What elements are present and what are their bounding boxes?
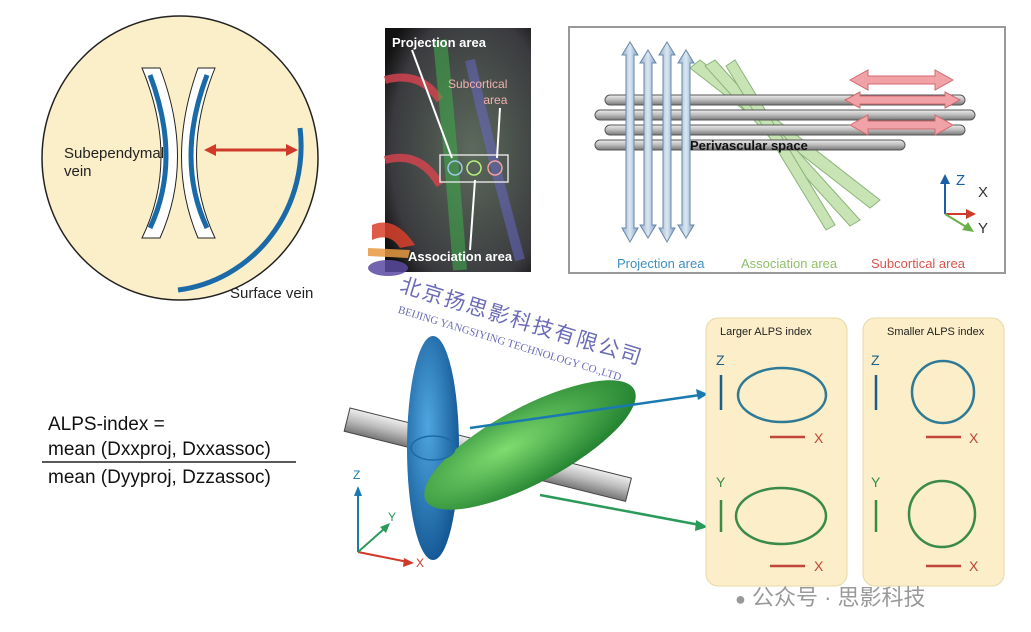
card-x-label: X: [969, 430, 979, 446]
surface-vein-label: Surface vein: [230, 285, 314, 302]
formula-numerator: mean (Dxxproj, Dxxassoc): [48, 439, 271, 460]
perivascular-space-label: Perivascular space: [690, 138, 808, 153]
card-y-label: Y: [716, 474, 726, 490]
dti-color-map: [383, 28, 531, 272]
watermark-logo: [368, 222, 415, 276]
card-x-label: X: [814, 558, 824, 574]
perivascular-schematic: [568, 26, 1006, 274]
axis-y-label: Y: [978, 220, 989, 237]
legend-projection: Projection area: [617, 256, 705, 271]
axis-z-label: Z: [956, 172, 966, 189]
subependymal-vein-label: Subependymal vein: [64, 145, 165, 180]
projection-area-label: Projection area: [392, 35, 486, 50]
subcortical-area-label: Subcortical area: [448, 77, 508, 107]
legend-subcortical: Subcortical area: [871, 256, 965, 271]
card-z-label: Z: [716, 352, 725, 368]
card-y-label: Y: [871, 474, 881, 490]
formula-denominator: mean (Dyyproj, Dzzassoc): [48, 467, 271, 488]
association-area-label: Association area: [408, 249, 513, 264]
wechat-icon: ●: [735, 589, 746, 609]
axis3d-y-label: Y: [388, 510, 397, 524]
footer-watermark: ● 公众号 · 思影科技: [735, 580, 926, 612]
blue-arrows: [621, 41, 695, 244]
legend-association: Association area: [741, 256, 838, 271]
card-x-label: X: [814, 430, 824, 446]
ventricle-schematic: [41, 15, 319, 301]
card-z-label: Z: [871, 352, 880, 368]
axis3d-x-label: X: [416, 556, 425, 570]
footer-text: 公众号 · 思影科技: [752, 585, 926, 610]
axis3d-z-label: Z: [353, 468, 361, 482]
card-title: Larger ALPS index: [720, 326, 812, 338]
tensor-3d: [343, 336, 708, 567]
card-title: Smaller ALPS index: [887, 326, 985, 338]
formula-lhs: ALPS-index =: [48, 414, 165, 435]
alps-cards: [705, 317, 1005, 587]
axis-x-label: X: [978, 184, 989, 201]
card-x-label: X: [969, 558, 979, 574]
